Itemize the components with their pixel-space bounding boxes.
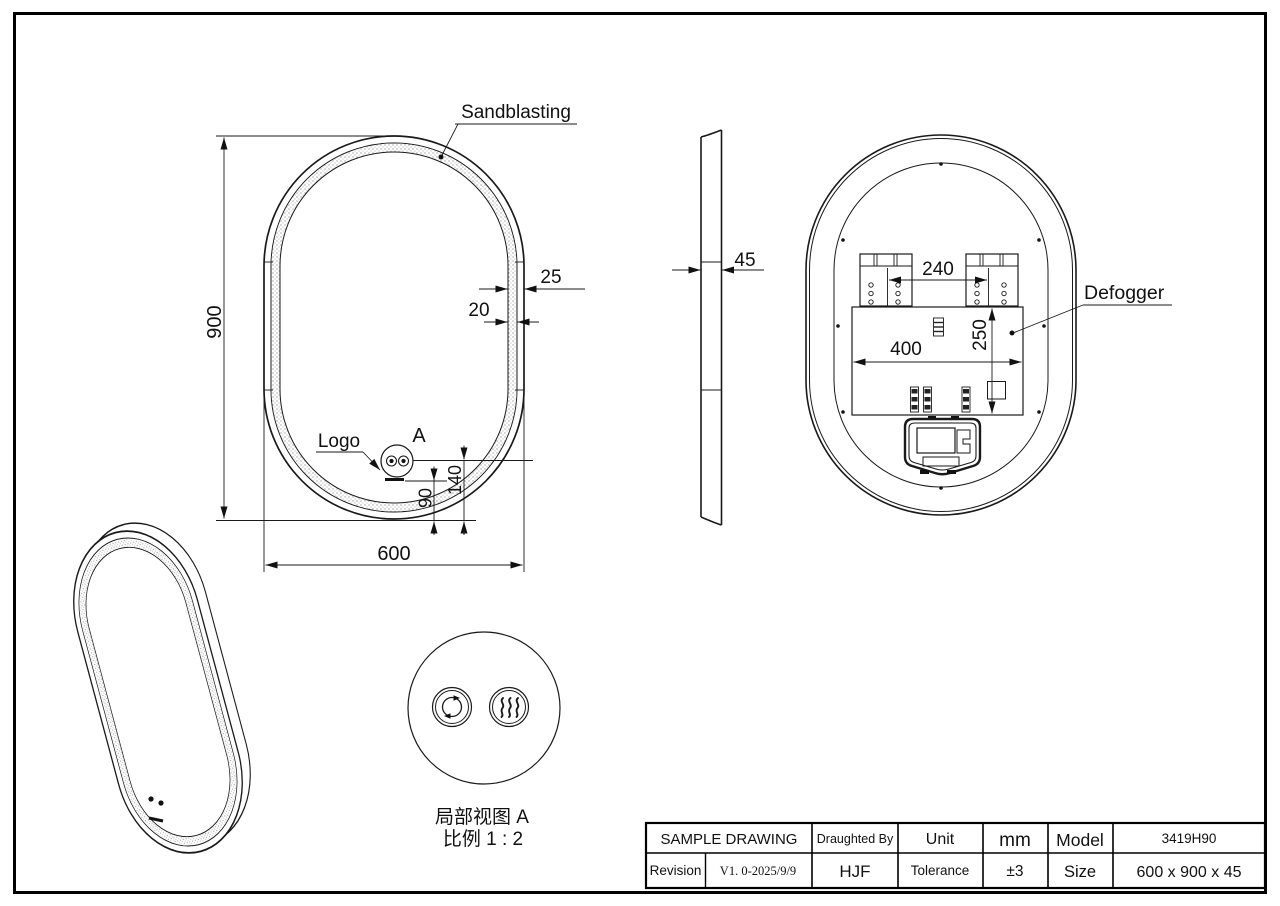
title-block-title: SAMPLE DRAWING	[661, 831, 798, 848]
light-button	[431, 686, 473, 728]
tolerance-label: Tolerance	[911, 863, 970, 878]
defogger-cutout	[987, 381, 1006, 400]
defogger-area	[851, 306, 1024, 416]
back-outer-edge	[805, 134, 1077, 516]
detail-circle-a	[380, 444, 414, 478]
back-inner-line	[833, 162, 1049, 488]
defogger-leader-dot	[1009, 330, 1015, 336]
perspective-touch-button-2	[158, 800, 164, 806]
model-label: Model	[1056, 830, 1104, 850]
revision-value: V1. 0-2025/9/9	[720, 864, 796, 878]
size-label: Size	[1064, 863, 1096, 881]
junction-box	[903, 416, 982, 476]
detail-view-scale: 比例 1 : 2	[443, 828, 523, 850]
perspective-touch-button-1	[148, 796, 154, 802]
dim-logo-offset: 90	[416, 488, 436, 508]
perspective-front-face	[73, 530, 243, 854]
touch-button-2	[397, 455, 410, 467]
sandblast-band	[271, 143, 517, 512]
dim-band-width: 20	[468, 300, 489, 321]
draughted-by-value: HJF	[839, 862, 870, 881]
detail-view-title: 局部视图 A	[435, 806, 529, 828]
side-view: 45	[672, 129, 764, 526]
dim-button-offset: 140	[445, 465, 465, 495]
logo-label: Logo	[318, 431, 360, 452]
sandblasting-leader-dot	[438, 154, 444, 160]
back-dots	[836, 162, 1046, 490]
size-value: 600 x 900 x 45	[1137, 864, 1242, 881]
touch-button-1	[385, 455, 398, 467]
unit-value: mm	[999, 830, 1031, 851]
dim-height: 900	[204, 305, 226, 338]
sheet-border	[13, 12, 1267, 894]
frame-inner-line	[270, 142, 518, 513]
driver-box	[916, 427, 956, 454]
perspective-frame-line	[78, 537, 238, 847]
junction-label-plate	[922, 456, 960, 467]
heat-waves-icon	[500, 697, 520, 718]
sandblast-inner-line	[279, 151, 509, 504]
front-view: Sandblasting 900 600 25 20 Logo A	[204, 102, 585, 572]
unit-label: Unit	[926, 831, 955, 848]
wire-terminals	[910, 386, 971, 413]
tolerance-value: ±3	[1006, 863, 1023, 880]
back-rim-line	[809, 138, 1073, 512]
detail-view-a: 局部视图 A 比例 1 : 2	[407, 631, 561, 850]
dim-bracket-spacing: 240	[922, 259, 954, 280]
dim-width: 600	[377, 543, 410, 565]
revision-label: Revision	[650, 863, 702, 878]
touch-button-2-dot	[401, 458, 406, 464]
detail-marker-label: A	[412, 425, 426, 447]
cycle-icon	[441, 696, 463, 718]
dim-defogger-width: 400	[890, 339, 922, 360]
perspective-sandblast-band	[80, 539, 236, 845]
dim-frame-width: 25	[540, 267, 561, 288]
defogger-label: Defogger	[1084, 282, 1165, 304]
sandblasting-label: Sandblasting	[461, 102, 571, 123]
dim-defogger-height: 250	[970, 319, 991, 351]
perspective-inner-line	[85, 546, 231, 838]
model-value: 3419H90	[1162, 831, 1217, 846]
perspective-logo-mark	[148, 816, 164, 823]
draughted-by-label: Draughted By	[817, 832, 894, 846]
defog-button	[488, 686, 530, 728]
cable-clip	[956, 429, 971, 454]
touch-button-1-dot	[389, 458, 394, 464]
detail-view-circle	[407, 631, 561, 785]
perspective-view	[73, 522, 251, 854]
dim-thickness: 45	[734, 250, 755, 271]
title-block: SAMPLE DRAWING Draughted By Unit mm Mode…	[644, 821, 1267, 890]
back-view: 240 400 250	[805, 134, 1172, 516]
thermal-switch	[933, 317, 944, 337]
